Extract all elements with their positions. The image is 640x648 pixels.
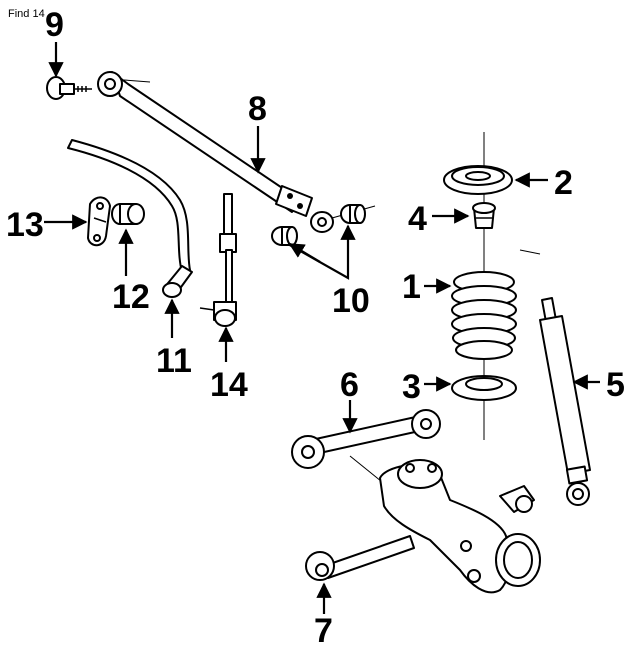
callout-1: 1 <box>402 268 421 306</box>
part-7-lower-arm <box>305 535 415 581</box>
part-6-control-arm <box>291 409 441 469</box>
part-14-link <box>199 193 237 327</box>
part-2-upper-seat <box>443 165 513 195</box>
callout-13: 13 <box>6 206 44 244</box>
callout-6: 6 <box>340 366 359 404</box>
part-3-lower-seat <box>451 375 517 401</box>
part-4-bump-stop <box>472 202 496 229</box>
part-1-coil-spring <box>451 271 517 360</box>
callout-14: 14 <box>210 366 248 404</box>
callout-5: 5 <box>606 366 625 404</box>
part-8-control-rod <box>97 71 376 233</box>
part-10-bushings <box>271 204 366 246</box>
leader-10b <box>288 243 321 263</box>
part-9-bolt <box>46 76 92 100</box>
callout-9: 9 <box>45 6 64 44</box>
find-caption: Find 14 <box>8 8 45 20</box>
part-5-shock-absorber <box>519 249 591 506</box>
stabilizer-bar <box>67 139 193 298</box>
leader-arrows <box>44 42 600 614</box>
part-13-bracket <box>87 196 111 247</box>
callout-numbers: 9 8 10 13 12 11 14 2 4 1 3 5 6 7 <box>6 6 625 648</box>
callout-12: 12 <box>112 278 150 316</box>
callout-10: 10 <box>332 282 370 320</box>
callout-4: 4 <box>408 200 427 238</box>
rear-axle-housing <box>349 455 541 594</box>
callout-8: 8 <box>248 90 267 128</box>
callout-2: 2 <box>554 164 573 202</box>
callout-11: 11 <box>156 342 192 380</box>
callout-7: 7 <box>314 612 333 648</box>
callout-3: 3 <box>402 368 421 406</box>
part-12-bushing <box>111 203 145 225</box>
